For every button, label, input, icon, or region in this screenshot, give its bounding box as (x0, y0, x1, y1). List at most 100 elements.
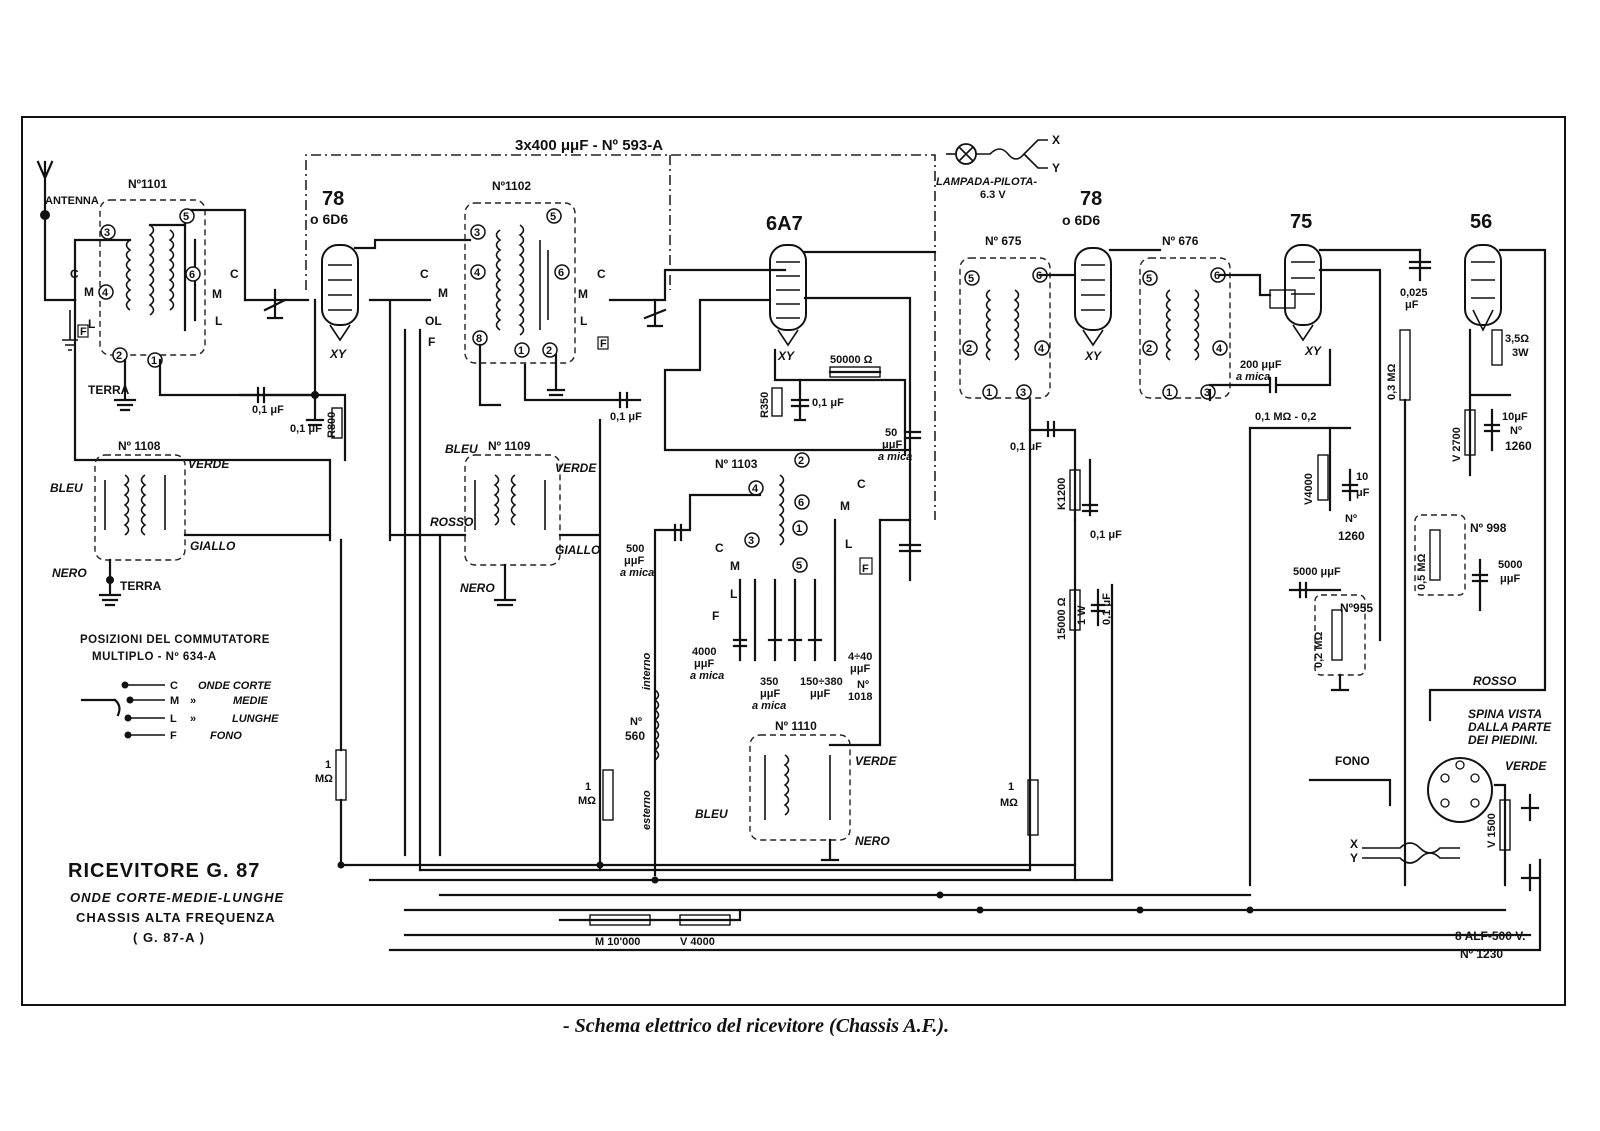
r1m-b-value: 1 (585, 781, 591, 793)
terra-label-2: TERRA (120, 579, 162, 593)
rosso-label-2: ROSSO (1473, 674, 1517, 688)
svg-text:6: 6 (798, 497, 804, 509)
svg-text:6: 6 (558, 267, 564, 279)
svg-text:8: 8 (476, 333, 482, 345)
svg-text:2: 2 (1146, 343, 1152, 355)
c5000a-label: 5000 μμF (1293, 566, 1341, 578)
n1260-d: 1260 (1505, 439, 1532, 453)
c500-label: 500 (626, 543, 644, 555)
svg-text:5: 5 (550, 211, 556, 223)
svg-text:4: 4 (1038, 343, 1045, 355)
r1m-b-unit: MΩ (578, 795, 596, 807)
receiver-title: RICEVITORE G. 87 (68, 860, 260, 882)
svg-text:2: 2 (546, 345, 552, 357)
c01e-label: 0,1 μF (1010, 441, 1042, 453)
detector-stage: Nº 676 5 6 2 4 1 3 75 XY 200 μμF a mica … (1139, 211, 1422, 887)
spina-3: DEI PIEDINI. (1468, 733, 1538, 747)
c01a-label: 0,1 μF (290, 423, 322, 435)
tube3-heater: XY (1084, 349, 1102, 363)
switch-l-1: L (88, 317, 95, 331)
switch-c-1: C (70, 267, 79, 281)
svg-text:2: 2 (116, 350, 122, 362)
fono-label: FONO (1335, 754, 1370, 768)
verde-label-3: VERDE (855, 754, 897, 768)
c500-unit: μμF (624, 555, 644, 567)
coil-1109: Nº 1109 BLEU VERDE GIALLO ROSSO NERO (388, 418, 602, 872)
esterno-label: esterno (641, 790, 653, 830)
c50-mica: a mica (878, 451, 912, 463)
bleu-label-3: BLEU (695, 807, 728, 821)
tube2-heater: XY (777, 349, 795, 363)
nero-label-3: NERO (855, 834, 890, 848)
switch-l-2: L (215, 314, 222, 328)
fono-y: Y (1350, 851, 1358, 865)
power-bus: M 10'000 V 4000 (337, 858, 1542, 952)
svg-text:2: 2 (966, 343, 972, 355)
gang-capacitor-label: 3x400 μμF - Nº 593-A (515, 137, 663, 154)
svg-text:3: 3 (748, 535, 754, 547)
c4-unit: μμF (850, 663, 870, 675)
coil-1108-label: Nº 1108 (118, 439, 161, 453)
svg-text:3: 3 (1204, 387, 1210, 399)
legend-key-m: M (170, 695, 179, 707)
c10-unit: μF (1356, 487, 1370, 499)
c5000b-unit: μμF (1500, 573, 1520, 585)
tube3-alt-label: o 6D6 (1062, 212, 1100, 228)
rosso-label-1: ROSSO (430, 515, 474, 529)
tube-78-rf: 78 o 6D6 XY 0,1 μF R800 0,1 μF (238, 188, 472, 462)
n1018-label-a: Nº (857, 679, 869, 691)
r02-label: 0,2 MΩ (1313, 631, 1325, 668)
n955-label: Nº955 (1340, 601, 1373, 615)
svg-text:6: 6 (1214, 270, 1220, 282)
c4000-mica: a mica (690, 670, 724, 682)
giallo-label-1: GIALLO (190, 539, 236, 553)
c01b-label: 0,1 μF (252, 404, 284, 416)
switch-c-2: C (230, 267, 239, 281)
legend-key-l: L (170, 713, 177, 725)
c01d-label: 0,1 μF (812, 397, 844, 409)
interno-label: interno (641, 652, 653, 690)
switch-legend: POSIZIONI DEL COMMUTATORE MULTIPLO - Nº … (80, 634, 279, 742)
r15w-label: 1 W (1076, 605, 1088, 625)
switch-f-4: F (600, 338, 607, 350)
c10-label: 10 (1356, 471, 1368, 483)
title-block: RICEVITORE G. 87 ONDE CORTE-MEDIE-LUNGHE… (68, 860, 283, 945)
terra-label-1: TERRA (88, 383, 130, 397)
switch-m-5: M (730, 559, 740, 573)
resistors-1m: 1 MΩ 1 MΩ 1 MΩ (315, 538, 1039, 867)
coil-1109-label: Nº 1109 (488, 439, 531, 453)
k1200-label: K1200 (1056, 478, 1068, 510)
r05-label: 0,5 MΩ (1416, 553, 1428, 590)
r1m-c-unit: MΩ (1000, 797, 1018, 809)
n1260-c: Nº (1510, 425, 1522, 437)
n1018-label-b: 1018 (848, 691, 872, 703)
r03-label: 0,3 MΩ (1386, 363, 1398, 400)
legend-heading-1: POSIZIONI DEL COMMUTATORE (80, 634, 270, 646)
coil-1102: Nº1102 3 5 4 6 8 1 2 C M OL F C M L F 0,… (368, 179, 787, 872)
svg-text:5: 5 (183, 211, 189, 223)
gang-capacitor-link: 3x400 μμF - Nº 593-A (305, 137, 936, 520)
r01-label: 0,1 MΩ - 0,2 (1255, 411, 1316, 423)
legend-text-m: MEDIE (233, 695, 269, 707)
pilot-lamp: X Y LAMPADA-PILOTA- 6.3 V (936, 133, 1060, 201)
coil-1108: Nº 1108 BLEU VERDE GIALLO NERO TERRA (50, 439, 332, 607)
r1m-a-value: 1 (325, 759, 331, 771)
switch-m-2: M (212, 287, 222, 301)
svg-text:5: 5 (796, 560, 802, 572)
giallo-label-2: GIALLO (555, 543, 601, 557)
n560-label-b: 560 (625, 729, 645, 743)
r15000-label: 15000 Ω (1056, 597, 1068, 640)
v2700-label: V 2700 (1451, 427, 1463, 462)
m10000-label: M 10'000 (595, 936, 640, 948)
legend-text-c: ONDE CORTE (198, 680, 272, 692)
svg-text:4: 4 (102, 287, 109, 299)
svg-text:6: 6 (189, 269, 195, 281)
if-stage: Nº 675 5 6 2 4 1 3 78 o 6D6 XY 0,1 μF K1… (959, 188, 1162, 882)
legend-key-f: F (170, 730, 177, 742)
r3w-label: 3W (1512, 347, 1529, 359)
c50-unit: μμF (882, 439, 902, 451)
switch-c-5: C (715, 541, 724, 555)
c50-label: 50 (885, 427, 897, 439)
antenna-label: ANTENNA (45, 195, 99, 207)
